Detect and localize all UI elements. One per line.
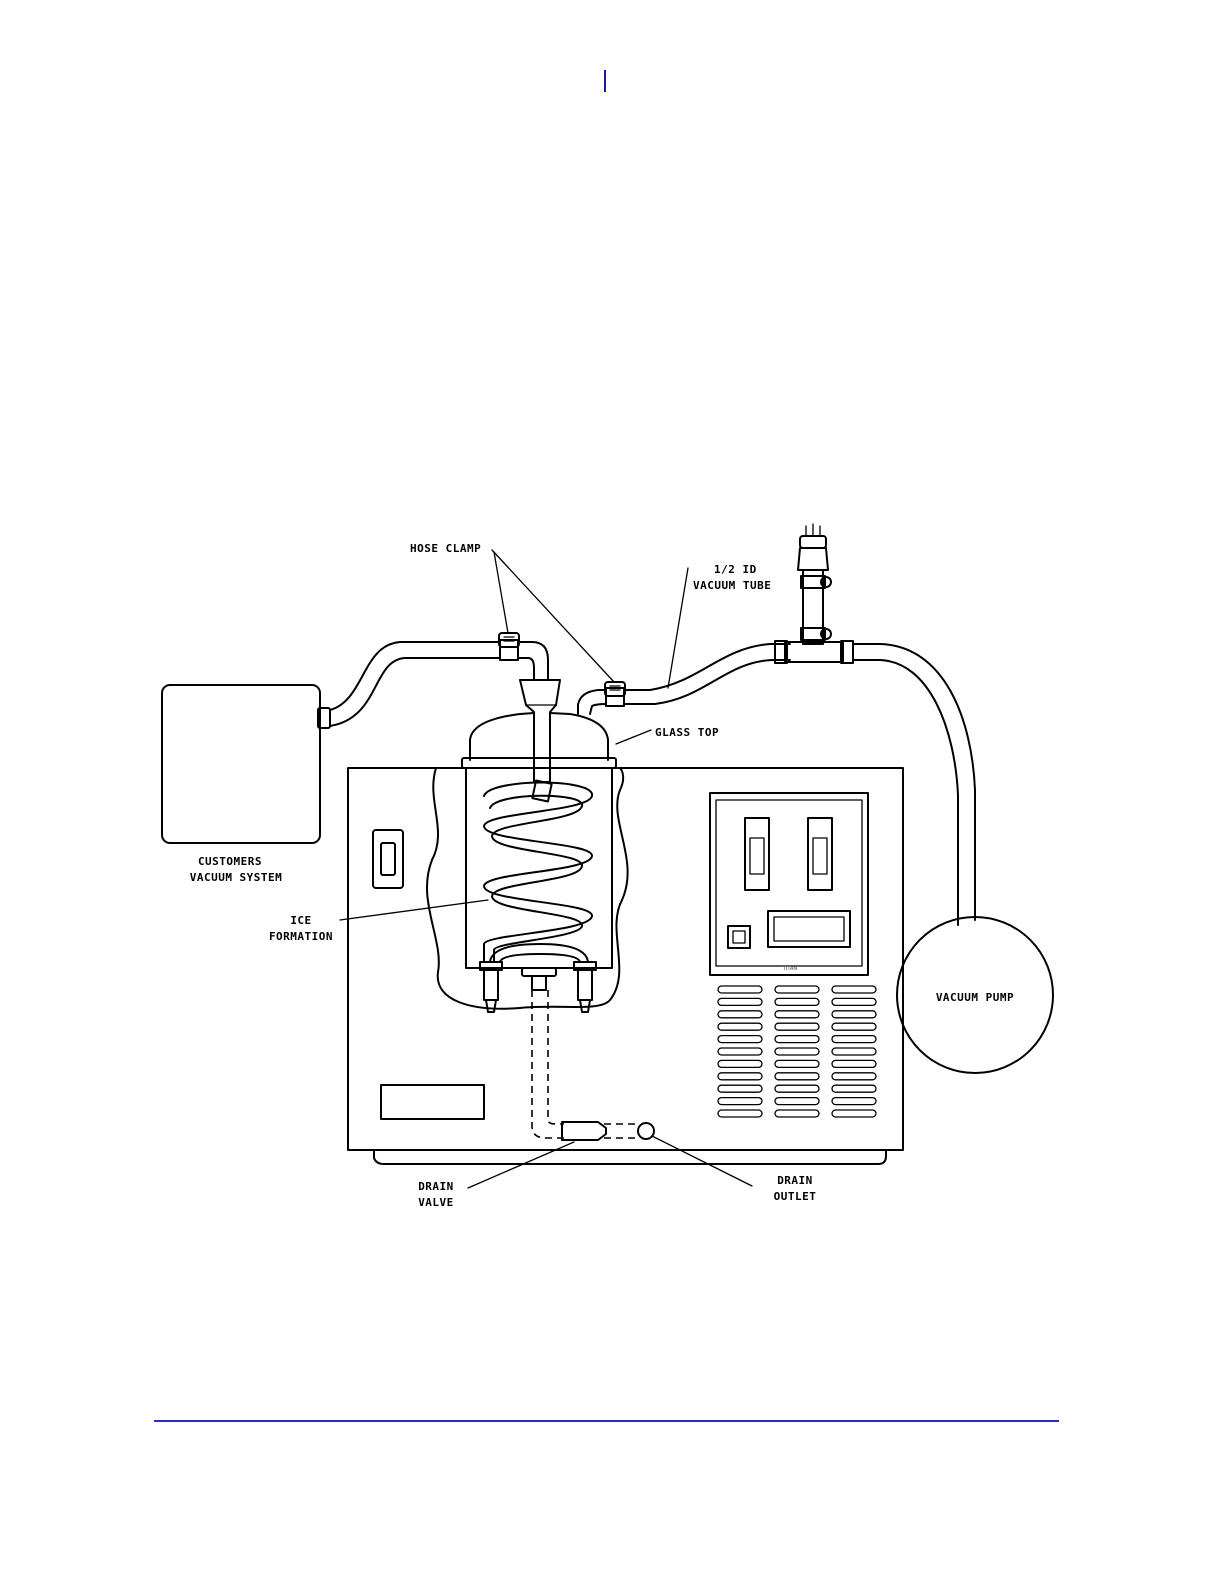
- vent-slot: [718, 986, 762, 993]
- vent-slot: [832, 1098, 876, 1105]
- vent-slot: [775, 1048, 819, 1055]
- vent-slot: [832, 1036, 876, 1043]
- inlet-tube: [520, 680, 560, 782]
- vent-slot: [718, 1085, 762, 1092]
- vent-slot: [775, 986, 819, 993]
- vent-slot: [832, 1060, 876, 1067]
- vent-slot: [832, 998, 876, 1005]
- vent-slot: [775, 1060, 819, 1067]
- drain-outlet-label-2: OUTLET: [774, 1190, 817, 1203]
- vent-slot: [832, 1023, 876, 1030]
- cutaway-outline: [427, 768, 628, 1009]
- vent-slot: [718, 1110, 762, 1117]
- vent-slot: [718, 1073, 762, 1080]
- panel-brand-label: TITAN: [782, 966, 798, 972]
- drain-valve: [562, 1122, 606, 1140]
- vent-slot: [718, 1098, 762, 1105]
- ice-label-2: FORMATION: [269, 930, 333, 943]
- vent-slot: [718, 1060, 762, 1067]
- hose-clamp-label: HOSE CLAMP: [410, 542, 481, 555]
- vent-slot: [832, 1085, 876, 1092]
- drain-outlet: [638, 1123, 654, 1139]
- vacuum-pump-label: VACUUM PUMP: [936, 991, 1014, 1004]
- glass-top-label: GLASS TOP: [655, 726, 719, 739]
- vent-slot: [775, 1110, 819, 1117]
- vent-slot: [718, 998, 762, 1005]
- vent-slot: [775, 1085, 819, 1092]
- glass-top: [462, 713, 616, 768]
- ice-formation-coil: [484, 781, 592, 962]
- customers-vacuum-system-box: [162, 685, 330, 843]
- vent-slot: [718, 1023, 762, 1030]
- vent-slot: [832, 1073, 876, 1080]
- pump-hose: [853, 644, 975, 925]
- leader-lines: [340, 550, 752, 1188]
- vent-slot: [832, 1011, 876, 1018]
- vent-slot: [718, 1036, 762, 1043]
- drain-outlet-label-1: DRAIN: [777, 1174, 813, 1187]
- vent-slot: [832, 986, 876, 993]
- ice-label-1: ICE: [290, 914, 311, 927]
- drain-valve-label-1: DRAIN: [418, 1180, 454, 1193]
- drain-valve-label-2: VALVE: [418, 1196, 454, 1209]
- vent-slot: [775, 1023, 819, 1030]
- vent-slot: [775, 1073, 819, 1080]
- vent-grilles: [718, 986, 876, 1117]
- customers-label-2: VACUUM SYSTEM: [190, 871, 283, 884]
- customer-hose: [330, 640, 548, 726]
- vent-slot: [775, 998, 819, 1005]
- tee-fitting: [775, 524, 853, 663]
- vent-slot: [775, 1098, 819, 1105]
- outlet-hose: [578, 644, 790, 714]
- footer-rule: [154, 1420, 1059, 1422]
- control-panel: [710, 793, 868, 975]
- vent-slot: [832, 1048, 876, 1055]
- customers-label-1: CUSTOMERS: [198, 855, 262, 868]
- vent-slot: [832, 1110, 876, 1117]
- vent-slot: [775, 1036, 819, 1043]
- vessel-fittings: [480, 962, 596, 1012]
- vacuum-tube-label-1: 1/2 ID: [714, 563, 757, 576]
- vent-slot: [718, 1048, 762, 1055]
- vacuum-tube-label-2: VACUUM TUBE: [693, 579, 771, 592]
- vent-slot: [718, 1011, 762, 1018]
- vent-slot: [775, 1011, 819, 1018]
